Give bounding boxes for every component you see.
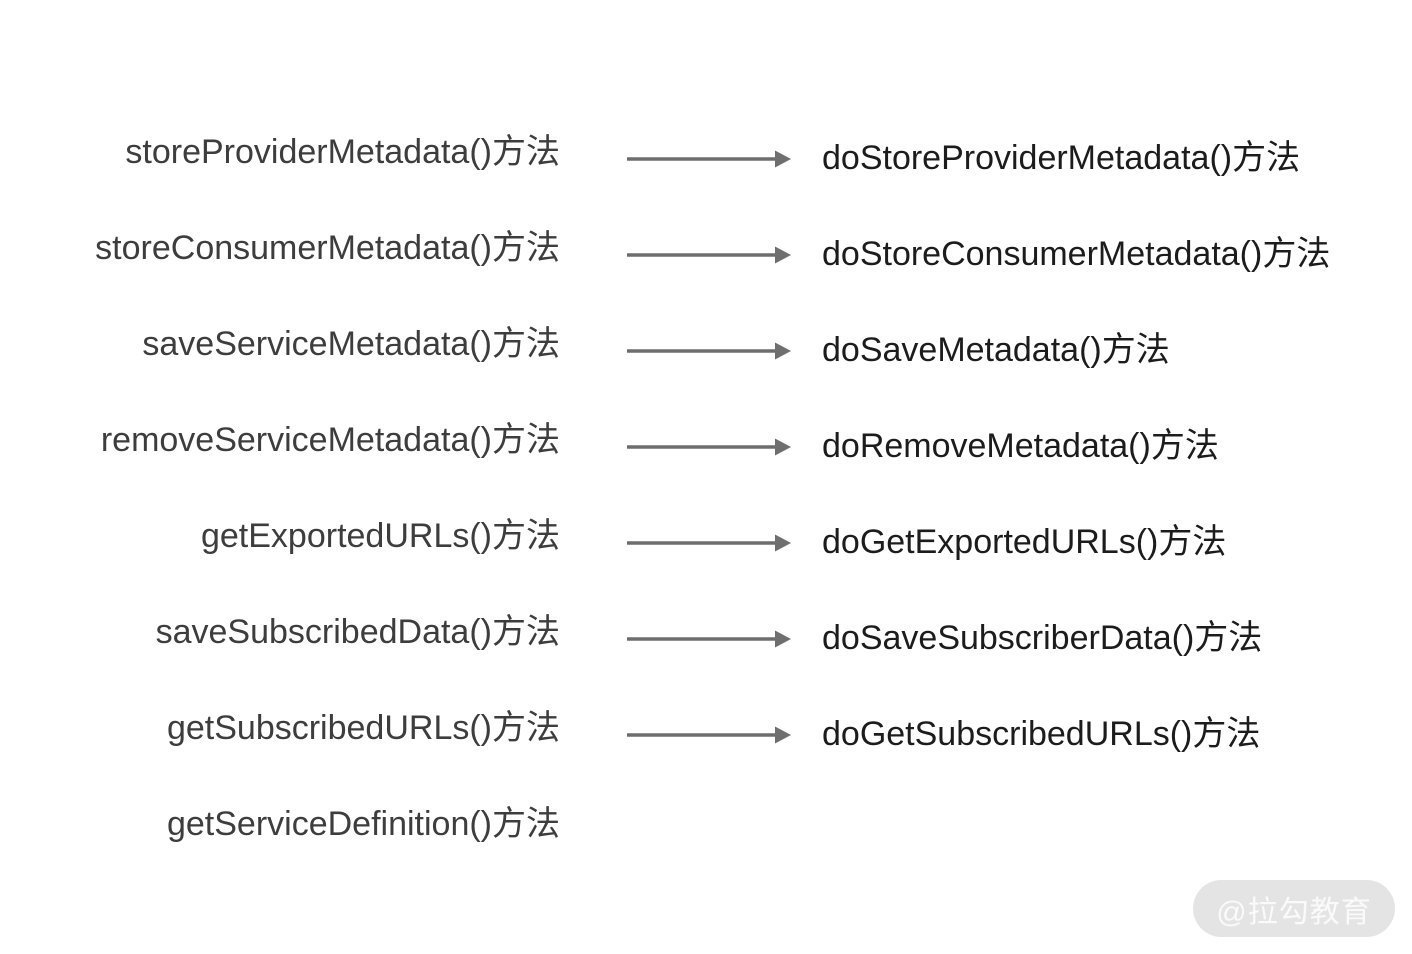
left-method-label: getSubscribedURLs()方法 — [166, 709, 560, 747]
arrow-right-icon — [627, 150, 791, 168]
right-method-label: doSaveSubscriberData()方法 — [822, 619, 1263, 657]
watermark-label: @拉勾教育 — [1216, 895, 1372, 929]
left-method-label: storeConsumerMetadata()方法 — [95, 229, 560, 267]
right-method-label: doStoreProviderMetadata()方法 — [822, 139, 1301, 177]
left-method-label: saveSubscribedData()方法 — [155, 613, 560, 651]
left-method-label: getServiceDefinition()方法 — [166, 805, 560, 843]
left-method-label: storeProviderMetadata()方法 — [125, 133, 560, 171]
arrow-right-icon — [627, 630, 791, 648]
left-method-label: getExportedURLs()方法 — [200, 517, 560, 555]
arrow-right-icon — [627, 246, 791, 264]
watermark-badge: @拉勾教育 — [1193, 880, 1395, 937]
arrow-right-icon — [627, 438, 791, 456]
right-method-label: doSaveMetadata()方法 — [822, 331, 1170, 369]
right-method-label: doRemoveMetadata()方法 — [822, 427, 1219, 465]
right-method-label: doStoreConsumerMetadata()方法 — [822, 235, 1331, 273]
arrow-right-icon — [627, 534, 791, 552]
right-method-label: doGetExportedURLs()方法 — [822, 523, 1227, 561]
left-method-label: removeServiceMetadata()方法 — [100, 421, 560, 459]
left-method-label: saveServiceMetadata()方法 — [142, 325, 560, 363]
right-method-label: doGetSubscribedURLs()方法 — [822, 715, 1261, 753]
arrow-right-icon — [627, 342, 791, 360]
arrow-right-icon — [627, 726, 791, 744]
